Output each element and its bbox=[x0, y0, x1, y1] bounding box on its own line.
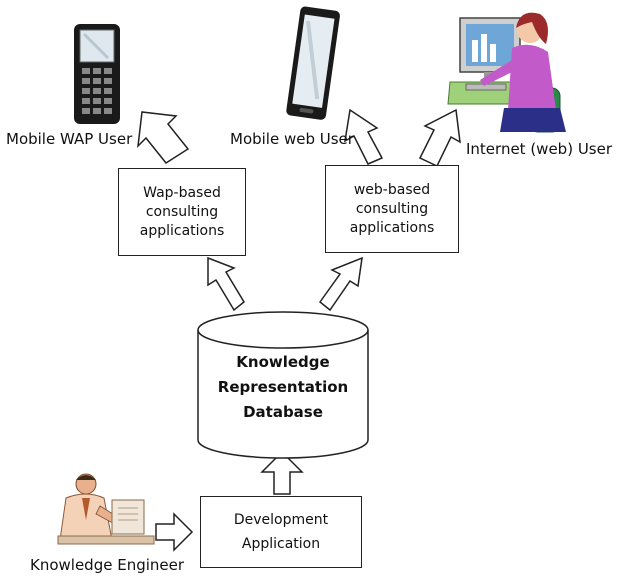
feature-phone-icon bbox=[74, 24, 120, 124]
database-label: Knowledge Representation Database bbox=[217, 353, 349, 421]
arrow-to-mobile-web bbox=[344, 108, 384, 165]
wap-consulting-apps-box: Wap-based consulting applications bbox=[118, 168, 246, 256]
web-consulting-apps-box: web-based consulting applications bbox=[325, 165, 459, 253]
arrow-dev-to-db bbox=[260, 450, 304, 495]
woman-at-computer-icon bbox=[447, 12, 566, 133]
mobile-wap-user-label: Mobile WAP User bbox=[6, 130, 133, 148]
knowledge-engineer-label: Knowledge Engineer bbox=[30, 556, 185, 574]
internet-web-user-label: Internet (web) User bbox=[466, 140, 613, 158]
arrow-db-to-web bbox=[318, 256, 363, 312]
mobile-web-user-label: Mobile web User bbox=[230, 130, 354, 148]
knowledge-database-cylinder bbox=[197, 311, 369, 459]
development-application-box: Development Application bbox=[200, 496, 362, 568]
web-consulting-apps-label: web-based consulting applications bbox=[349, 181, 435, 236]
arrow-engineer-to-dev bbox=[155, 512, 194, 552]
wap-consulting-apps-label: Wap-based consulting applications bbox=[139, 184, 225, 239]
man-at-desk-icon bbox=[57, 473, 155, 545]
arrow-to-mobile-wap bbox=[137, 111, 190, 164]
development-application-label: Development Application bbox=[233, 512, 329, 552]
smartphone-icon bbox=[286, 6, 340, 120]
arrow-db-to-wap bbox=[207, 256, 245, 312]
arrow-to-internet-user bbox=[418, 108, 461, 167]
